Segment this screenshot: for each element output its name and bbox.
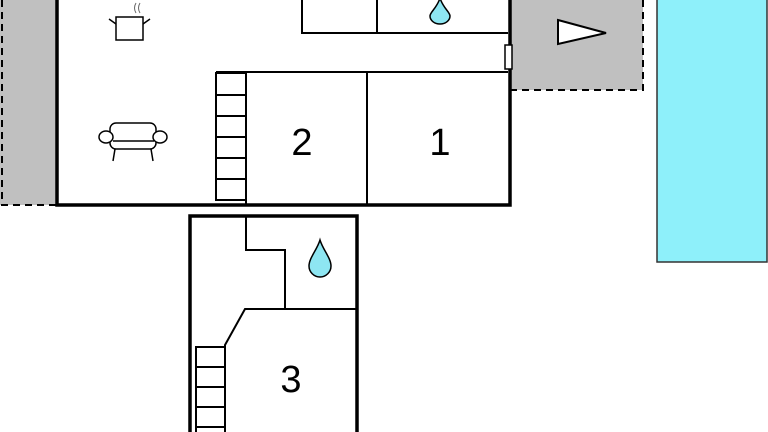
armchair-icon bbox=[98, 122, 168, 162]
terrace-left bbox=[0, 0, 56, 205]
stairs-icon bbox=[195, 346, 226, 432]
bathroom-top-walls bbox=[301, 0, 508, 34]
door bbox=[504, 44, 513, 70]
water-drop-icon bbox=[308, 237, 332, 278]
room-2-label: 2 bbox=[291, 122, 312, 164]
lower-building bbox=[188, 214, 359, 432]
kitchen-pot-icon bbox=[108, 2, 151, 41]
water-drop-icon bbox=[429, 0, 451, 25]
room-1-label: 1 bbox=[429, 122, 450, 164]
terrace-left-dashed-border bbox=[1, 0, 56, 206]
terrace-right-dashed-border bbox=[510, 0, 644, 91]
stairs-icon bbox=[215, 72, 247, 201]
terrace-right bbox=[510, 0, 643, 90]
entrance-arrow-icon bbox=[557, 18, 607, 46]
pool bbox=[656, 0, 768, 263]
room-3-label: 3 bbox=[280, 359, 301, 401]
